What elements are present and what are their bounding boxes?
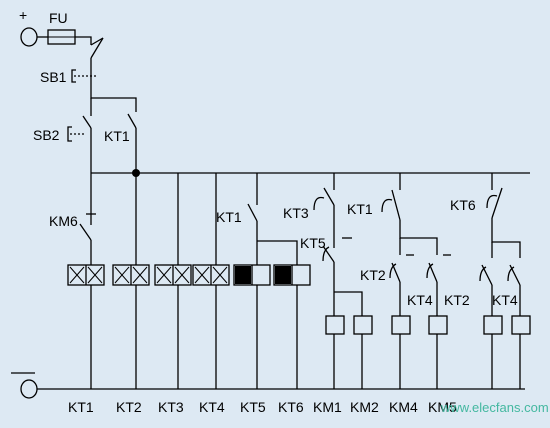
kt2b-label: KT2 [444, 292, 470, 308]
contactor-coil-6 [511, 315, 531, 335]
kt1c-blade [391, 189, 401, 221]
wire-km1-km2 [333, 262, 363, 316]
sb2-blade [82, 115, 92, 129]
wire-fuse-out [75, 36, 92, 45]
kt6c-label: KT6 [450, 197, 476, 213]
kt1-hold-label: KT1 [104, 128, 130, 144]
kt1b-label: KT1 [216, 209, 242, 225]
coil-labels: KT1 KT2 KT3 KT4 KT5 KT6 KM1 KM2 KM4 KM5 [68, 399, 457, 415]
kt1c-label: KT1 [347, 201, 373, 217]
kt1-hold-blade [127, 113, 137, 129]
timer-coil-1 [67, 264, 105, 286]
kt4a-timer-arc [426, 263, 434, 279]
sb1-label: SB1 [40, 69, 67, 85]
kt2a-label: KT2 [360, 267, 386, 283]
contactor-coil-4 [428, 315, 448, 335]
wire-kt1c-out [399, 220, 438, 255]
kt4a-label: KT4 [407, 292, 433, 308]
kt2a-timer-arc [389, 263, 397, 279]
timer-coil-6 [273, 264, 311, 286]
positive-terminal [20, 27, 38, 47]
coil-label-km4: KM4 [389, 399, 418, 415]
contactor-coil-2 [353, 315, 373, 335]
coil-label-kt2: KT2 [116, 399, 142, 415]
timer-coil-2 [112, 264, 150, 286]
watermark: www.elecfans.com [440, 400, 549, 415]
coil-label-kt3: KT3 [158, 399, 184, 415]
coil-label-kt1: KT1 [68, 399, 94, 415]
return-leads [90, 285, 521, 389]
sb1-button-head [71, 69, 76, 83]
coil-label-kt5: KT5 [240, 399, 266, 415]
coil-label-km2: KM2 [350, 399, 379, 415]
kt1c-timer-arc [381, 198, 393, 213]
fuse-label: FU [49, 10, 68, 26]
sb2-button-head [67, 126, 72, 142]
timer-coil-5 [233, 264, 271, 286]
sb1-nc-bar [90, 37, 104, 46]
contactor-coil-5 [483, 315, 503, 335]
contactor-coils [325, 315, 531, 335]
coil-label-km5: KM5 [428, 399, 457, 415]
km6-label: KM6 [49, 213, 78, 229]
kt1b-blade [247, 203, 258, 222]
kt4b-timer-arc [507, 266, 515, 282]
kt4b-label: KT4 [492, 292, 518, 308]
kt2b-timer-arc [479, 266, 487, 282]
contactor-coil-1 [325, 315, 345, 335]
kt3c-blade [323, 187, 335, 206]
plus-sign: + [19, 7, 27, 23]
kt5c-timer-arc [322, 246, 330, 262]
timer-coils [67, 264, 311, 286]
contactor-coil-3 [391, 315, 411, 335]
kt5c-blade [322, 245, 335, 263]
kt6c-timer-arc [486, 194, 498, 209]
timer-coil-4 [192, 264, 230, 286]
timer-coil-3 [154, 264, 192, 286]
kt6c-blade [491, 187, 503, 219]
sb2-label: SB2 [33, 127, 60, 143]
wire-kt5-kt6 [256, 221, 298, 265]
kt3c-timer-arc [313, 196, 325, 211]
wire-kt6c-out [491, 218, 521, 258]
kt3-contact-label: KT3 [283, 205, 309, 221]
sb1-blade [90, 37, 104, 59]
negative-terminal [20, 379, 38, 399]
km6-blade [79, 223, 92, 241]
coil-label-km1: KM1 [313, 399, 342, 415]
kt5-contact-label: KT5 [300, 235, 326, 251]
coil-label-kt6: KT6 [278, 399, 304, 415]
wire-sb1-out [90, 58, 137, 112]
coil-label-kt4: KT4 [199, 399, 225, 415]
